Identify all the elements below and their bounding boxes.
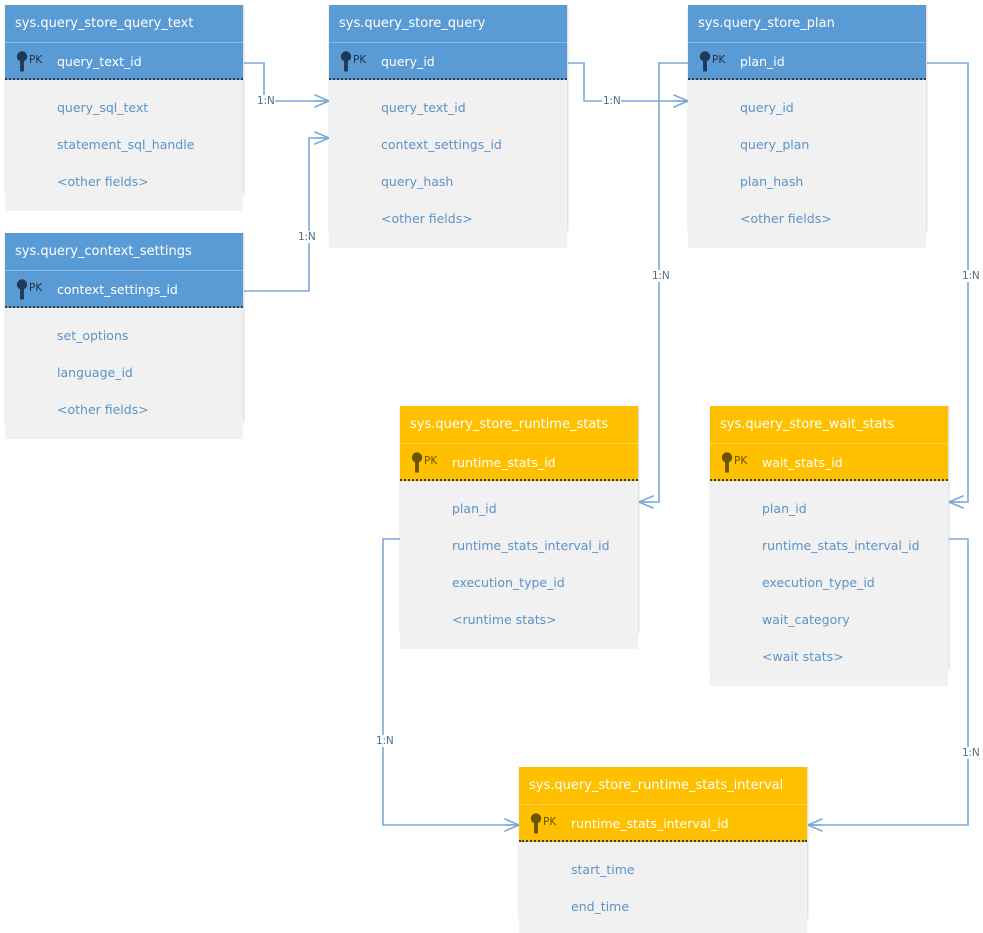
entity-primary-key-row[interactable]: PK runtime_stats_interval_id <box>519 805 807 842</box>
primary-key-field-name: context_settings_id <box>57 282 178 297</box>
entity-title: sys.query_store_wait_stats <box>710 406 948 444</box>
arrow-context-settings-id <box>314 131 332 145</box>
key-icon <box>530 813 542 834</box>
entity-field-list: query_sql_text statement_sql_handle <other… <box>5 80 243 211</box>
entity-field[interactable]: statement_sql_handle <box>57 137 195 152</box>
entity-primary-key-row[interactable]: PK query_text_id <box>5 43 243 80</box>
entity-field[interactable]: plan_hash <box>740 174 804 189</box>
entity-field[interactable]: query_hash <box>381 174 454 189</box>
pk-tag-label: PK <box>353 54 367 66</box>
arrow-runtime-plan-id <box>636 495 654 509</box>
entity-title: sys.query_store_runtime_stats_interval <box>519 767 807 805</box>
arrow-interval-left <box>504 818 522 832</box>
primary-key-field-name: query_id <box>381 54 435 69</box>
pk-tag-label: PK <box>712 54 726 66</box>
entity-primary-key-row[interactable]: PK wait_stats_id <box>710 444 948 481</box>
pk-tag-label: PK <box>29 54 43 66</box>
pk-tag-label: PK <box>734 455 748 467</box>
primary-key-field-name: wait_stats_id <box>762 455 843 470</box>
key-icon <box>16 279 28 300</box>
entity-field[interactable]: query_sql_text <box>57 100 149 115</box>
entity-field[interactable]: end_time <box>571 899 630 914</box>
entity-field[interactable]: query_id <box>740 100 794 115</box>
entity-field-list: start_time end_time <box>519 842 807 933</box>
pk-tag-label: PK <box>29 282 43 294</box>
entity-field[interactable]: runtime_stats_interval_id <box>762 538 920 553</box>
entity-field-list: plan_id runtime_stats_interval_id executio… <box>710 481 948 686</box>
primary-key-field-name: plan_id <box>740 54 785 69</box>
arrow-query-text-id <box>314 94 332 108</box>
entity-field-list: set_options language_id <other fields> <box>5 308 243 439</box>
entity-field[interactable]: set_options <box>57 328 129 343</box>
entity-field[interactable]: <other fields> <box>57 174 149 189</box>
entity-field[interactable]: query_text_id <box>381 100 466 115</box>
entity-title: sys.query_store_plan <box>688 5 926 43</box>
cardinality-label: 1:N <box>256 95 276 107</box>
entity-title: sys.query_store_runtime_stats <box>400 406 638 444</box>
entity-field-list: query_id query_plan plan_hash <other fields… <box>688 80 926 248</box>
key-icon <box>340 51 352 72</box>
pk-tag-label: PK <box>424 455 438 467</box>
entity-field[interactable]: <runtime stats> <box>452 612 557 627</box>
pk-tag-label: PK <box>543 816 557 828</box>
entity-field[interactable]: execution_type_id <box>452 575 565 590</box>
entity-field[interactable]: runtime_stats_interval_id <box>452 538 610 553</box>
entity-field-list: query_text_id context_settings_id query_ha… <box>329 80 567 248</box>
entity-title: sys.query_context_settings <box>5 233 243 271</box>
entity-field[interactable]: plan_id <box>762 501 807 516</box>
primary-key-field-name: runtime_stats_interval_id <box>571 816 729 831</box>
entity-field[interactable]: <wait stats> <box>762 649 844 664</box>
entity-field[interactable]: execution_type_id <box>762 575 875 590</box>
entity-field[interactable]: language_id <box>57 365 133 380</box>
relationship-rel-plan-to-runtime-stats <box>642 62 688 503</box>
arrow-interval-right <box>805 818 823 832</box>
cardinality-label: 1:N <box>297 231 317 243</box>
primary-key-field-name: query_text_id <box>57 54 142 69</box>
cardinality-label: 1:N <box>961 270 981 282</box>
key-icon <box>721 452 733 473</box>
relationship-rel-query-to-plan <box>568 62 686 102</box>
entity-primary-key-row[interactable]: PK plan_id <box>688 43 926 80</box>
entity-primary-key-row[interactable]: PK context_settings_id <box>5 271 243 308</box>
entity-title: sys.query_store_query_text <box>5 5 243 43</box>
primary-key-field-name: runtime_stats_id <box>452 455 556 470</box>
key-icon <box>411 452 423 473</box>
entity-title: sys.query_store_query <box>329 5 567 43</box>
cardinality-label: 1:N <box>602 95 622 107</box>
entity-field[interactable]: <other fields> <box>57 402 149 417</box>
entity-primary-key-row[interactable]: PK runtime_stats_id <box>400 444 638 481</box>
entity-primary-key-row[interactable]: PK query_id <box>329 43 567 80</box>
entity-field[interactable]: query_plan <box>740 137 810 152</box>
arrow-plan-query-id <box>673 94 691 108</box>
key-icon <box>16 51 28 72</box>
entity-field[interactable]: <other fields> <box>740 211 832 226</box>
key-icon <box>699 51 711 72</box>
entity-field[interactable]: plan_id <box>452 501 497 516</box>
relationship-rel-context-to-query <box>244 137 326 292</box>
entity-field-list: plan_id runtime_stats_interval_id executio… <box>400 481 638 649</box>
cardinality-label: 1:N <box>375 735 395 747</box>
entity-field[interactable]: start_time <box>571 862 635 877</box>
entity-field[interactable]: <other fields> <box>381 211 473 226</box>
cardinality-label: 1:N <box>651 270 671 282</box>
cardinality-label: 1:N <box>961 747 981 759</box>
entity-field[interactable]: wait_category <box>762 612 850 627</box>
arrow-wait-plan-id <box>946 495 964 509</box>
entity-field[interactable]: context_settings_id <box>381 137 502 152</box>
